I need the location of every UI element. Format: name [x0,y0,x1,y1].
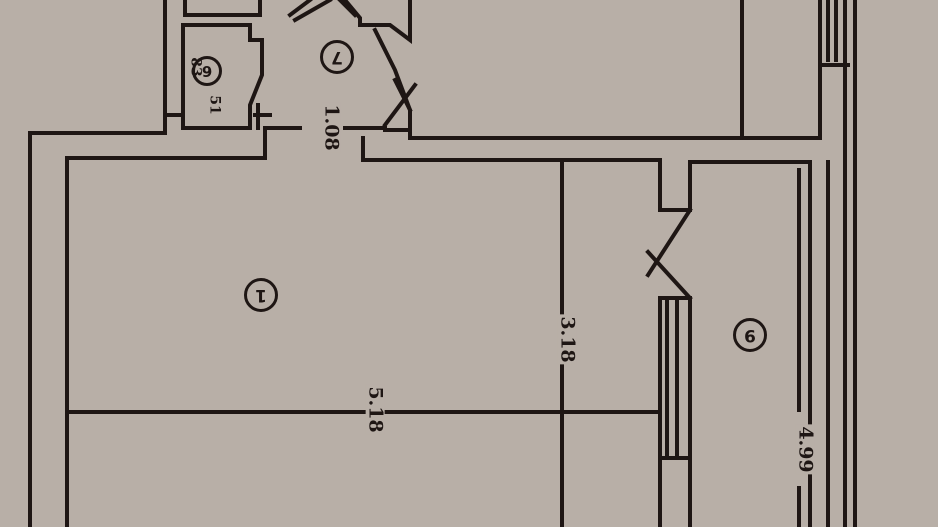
dimension-room6-a: 83 [187,57,204,77]
room-number-7: 7 [320,40,354,74]
door-swing [382,82,418,128]
outer-wall-left [28,0,167,527]
door-swing [645,207,693,278]
dimension-room9-length: 4.99 [794,424,817,475]
room7-diag [372,27,412,140]
room-number-9: 9 [733,318,767,352]
dimension-corridor-width: 1.08 [320,102,343,153]
corridor-lower [361,136,812,527]
door-swing [287,0,313,18]
room6-box [181,23,264,130]
room7-wall [183,0,262,17]
corridor-wall-2 [343,126,744,140]
room7-wall-right [292,0,333,23]
dimension-room1-length: 5.18 [364,384,387,435]
inner-wall-left [65,126,267,527]
right-room-wall [740,63,850,140]
dimension-room1-depth: 3.18 [556,314,579,365]
dimension-room6-b: 51 [206,95,223,115]
room-number-1: 1 [244,278,278,312]
